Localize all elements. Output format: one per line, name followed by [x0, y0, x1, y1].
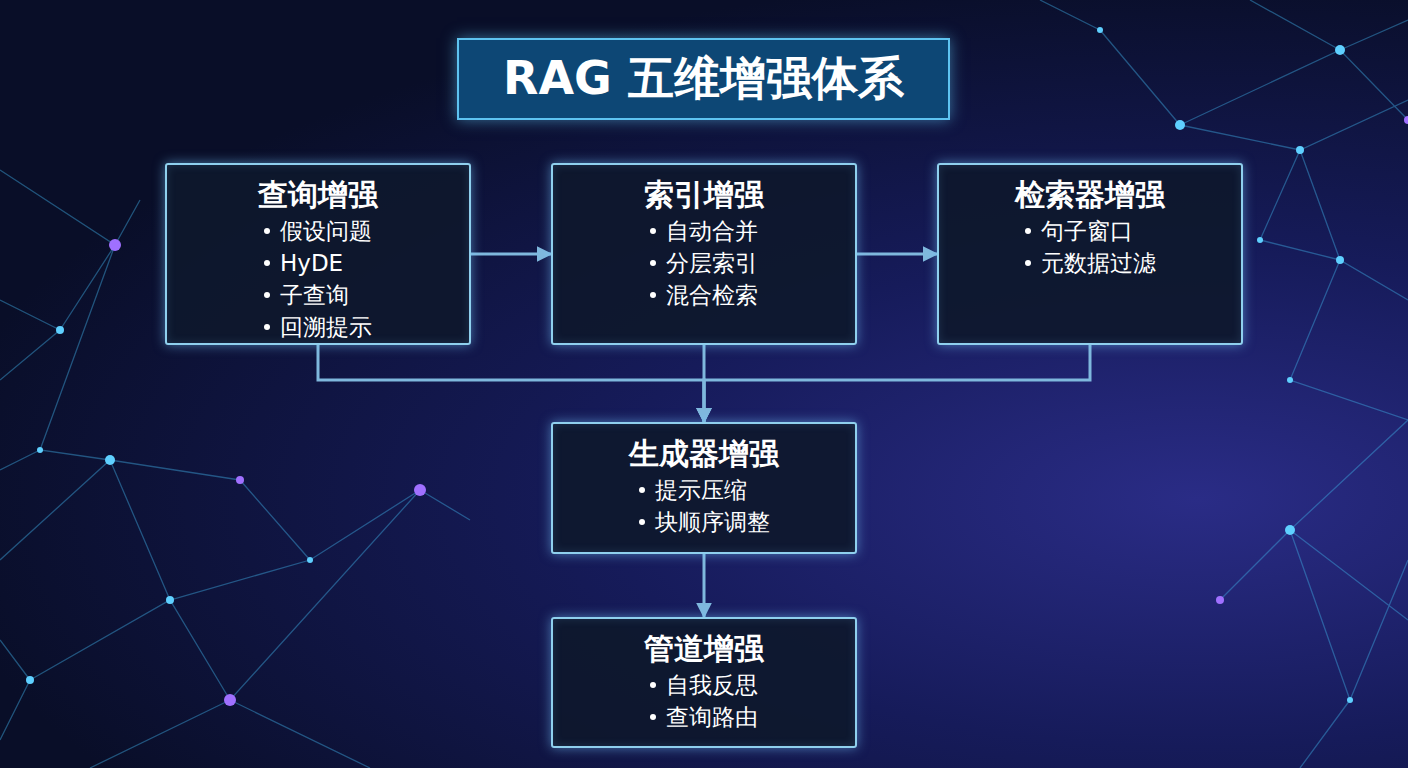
list-item: 回溯提示 — [264, 311, 372, 343]
process-box: 索引增强自动合并分层索引混合检索 — [551, 163, 857, 345]
item-text: 查询路由 — [666, 701, 758, 733]
item-text: 提示压缩 — [655, 474, 747, 506]
bullet-dot — [650, 228, 656, 234]
list-item: 分层索引 — [650, 247, 758, 279]
item-text: 元数据过滤 — [1041, 247, 1156, 279]
item-text: 回溯提示 — [280, 311, 372, 343]
flow-arrow — [471, 253, 551, 256]
bullet-dot — [639, 519, 645, 525]
bullet-dot — [264, 292, 270, 298]
box-heading: 检索器增强 — [939, 177, 1241, 213]
item-list: 提示压缩块顺序调整 — [639, 474, 770, 538]
bullet-dot — [650, 292, 656, 298]
title-box: RAG 五维增强体系 — [457, 38, 950, 120]
bullet-dot — [650, 682, 656, 688]
bullet-dot — [639, 487, 645, 493]
list-item: 查询路由 — [650, 701, 758, 733]
list-item: 混合检索 — [650, 279, 758, 311]
box-heading: 索引增强 — [553, 177, 855, 213]
bullet-dot — [650, 260, 656, 266]
list-item: 提示压缩 — [639, 474, 770, 506]
flow-arrow — [703, 554, 706, 617]
list-item: HyDE — [264, 247, 372, 279]
item-text: HyDE — [280, 247, 343, 279]
list-item: 自动合并 — [650, 215, 758, 247]
item-text: 子查询 — [280, 279, 349, 311]
bullet-dot — [264, 324, 270, 330]
process-box: 查询增强假设问题HyDE子查询回溯提示 — [165, 163, 471, 345]
item-list: 句子窗口元数据过滤 — [1025, 215, 1156, 279]
bullet-dot — [1025, 228, 1031, 234]
title-text: RAG 五维增强体系 — [503, 48, 904, 110]
list-item: 假设问题 — [264, 215, 372, 247]
list-item: 元数据过滤 — [1025, 247, 1156, 279]
item-text: 自我反思 — [666, 669, 758, 701]
item-list: 自动合并分层索引混合检索 — [650, 215, 758, 311]
item-text: 块顺序调整 — [655, 506, 770, 538]
item-text: 混合检索 — [666, 279, 758, 311]
list-item: 自我反思 — [650, 669, 758, 701]
process-box: 检索器增强句子窗口元数据过滤 — [937, 163, 1243, 345]
process-box: 管道增强自我反思查询路由 — [551, 617, 857, 748]
list-item: 句子窗口 — [1025, 215, 1156, 247]
flow-arrow — [704, 345, 1090, 422]
item-list: 自我反思查询路由 — [650, 669, 758, 733]
list-item: 块顺序调整 — [639, 506, 770, 538]
list-item: 子查询 — [264, 279, 372, 311]
box-heading: 查询增强 — [167, 177, 469, 213]
item-text: 自动合并 — [666, 215, 758, 247]
box-heading: 管道增强 — [553, 631, 855, 667]
flow-arrow — [857, 253, 937, 256]
item-text: 假设问题 — [280, 215, 372, 247]
bullet-dot — [650, 714, 656, 720]
box-heading: 生成器增强 — [553, 436, 855, 472]
process-box: 生成器增强提示压缩块顺序调整 — [551, 422, 857, 554]
bullet-dot — [264, 260, 270, 266]
item-text: 句子窗口 — [1041, 215, 1133, 247]
item-text: 分层索引 — [666, 247, 758, 279]
bullet-dot — [264, 228, 270, 234]
item-list: 假设问题HyDE子查询回溯提示 — [264, 215, 372, 343]
bullet-dot — [1025, 260, 1031, 266]
flow-arrow — [318, 345, 704, 422]
